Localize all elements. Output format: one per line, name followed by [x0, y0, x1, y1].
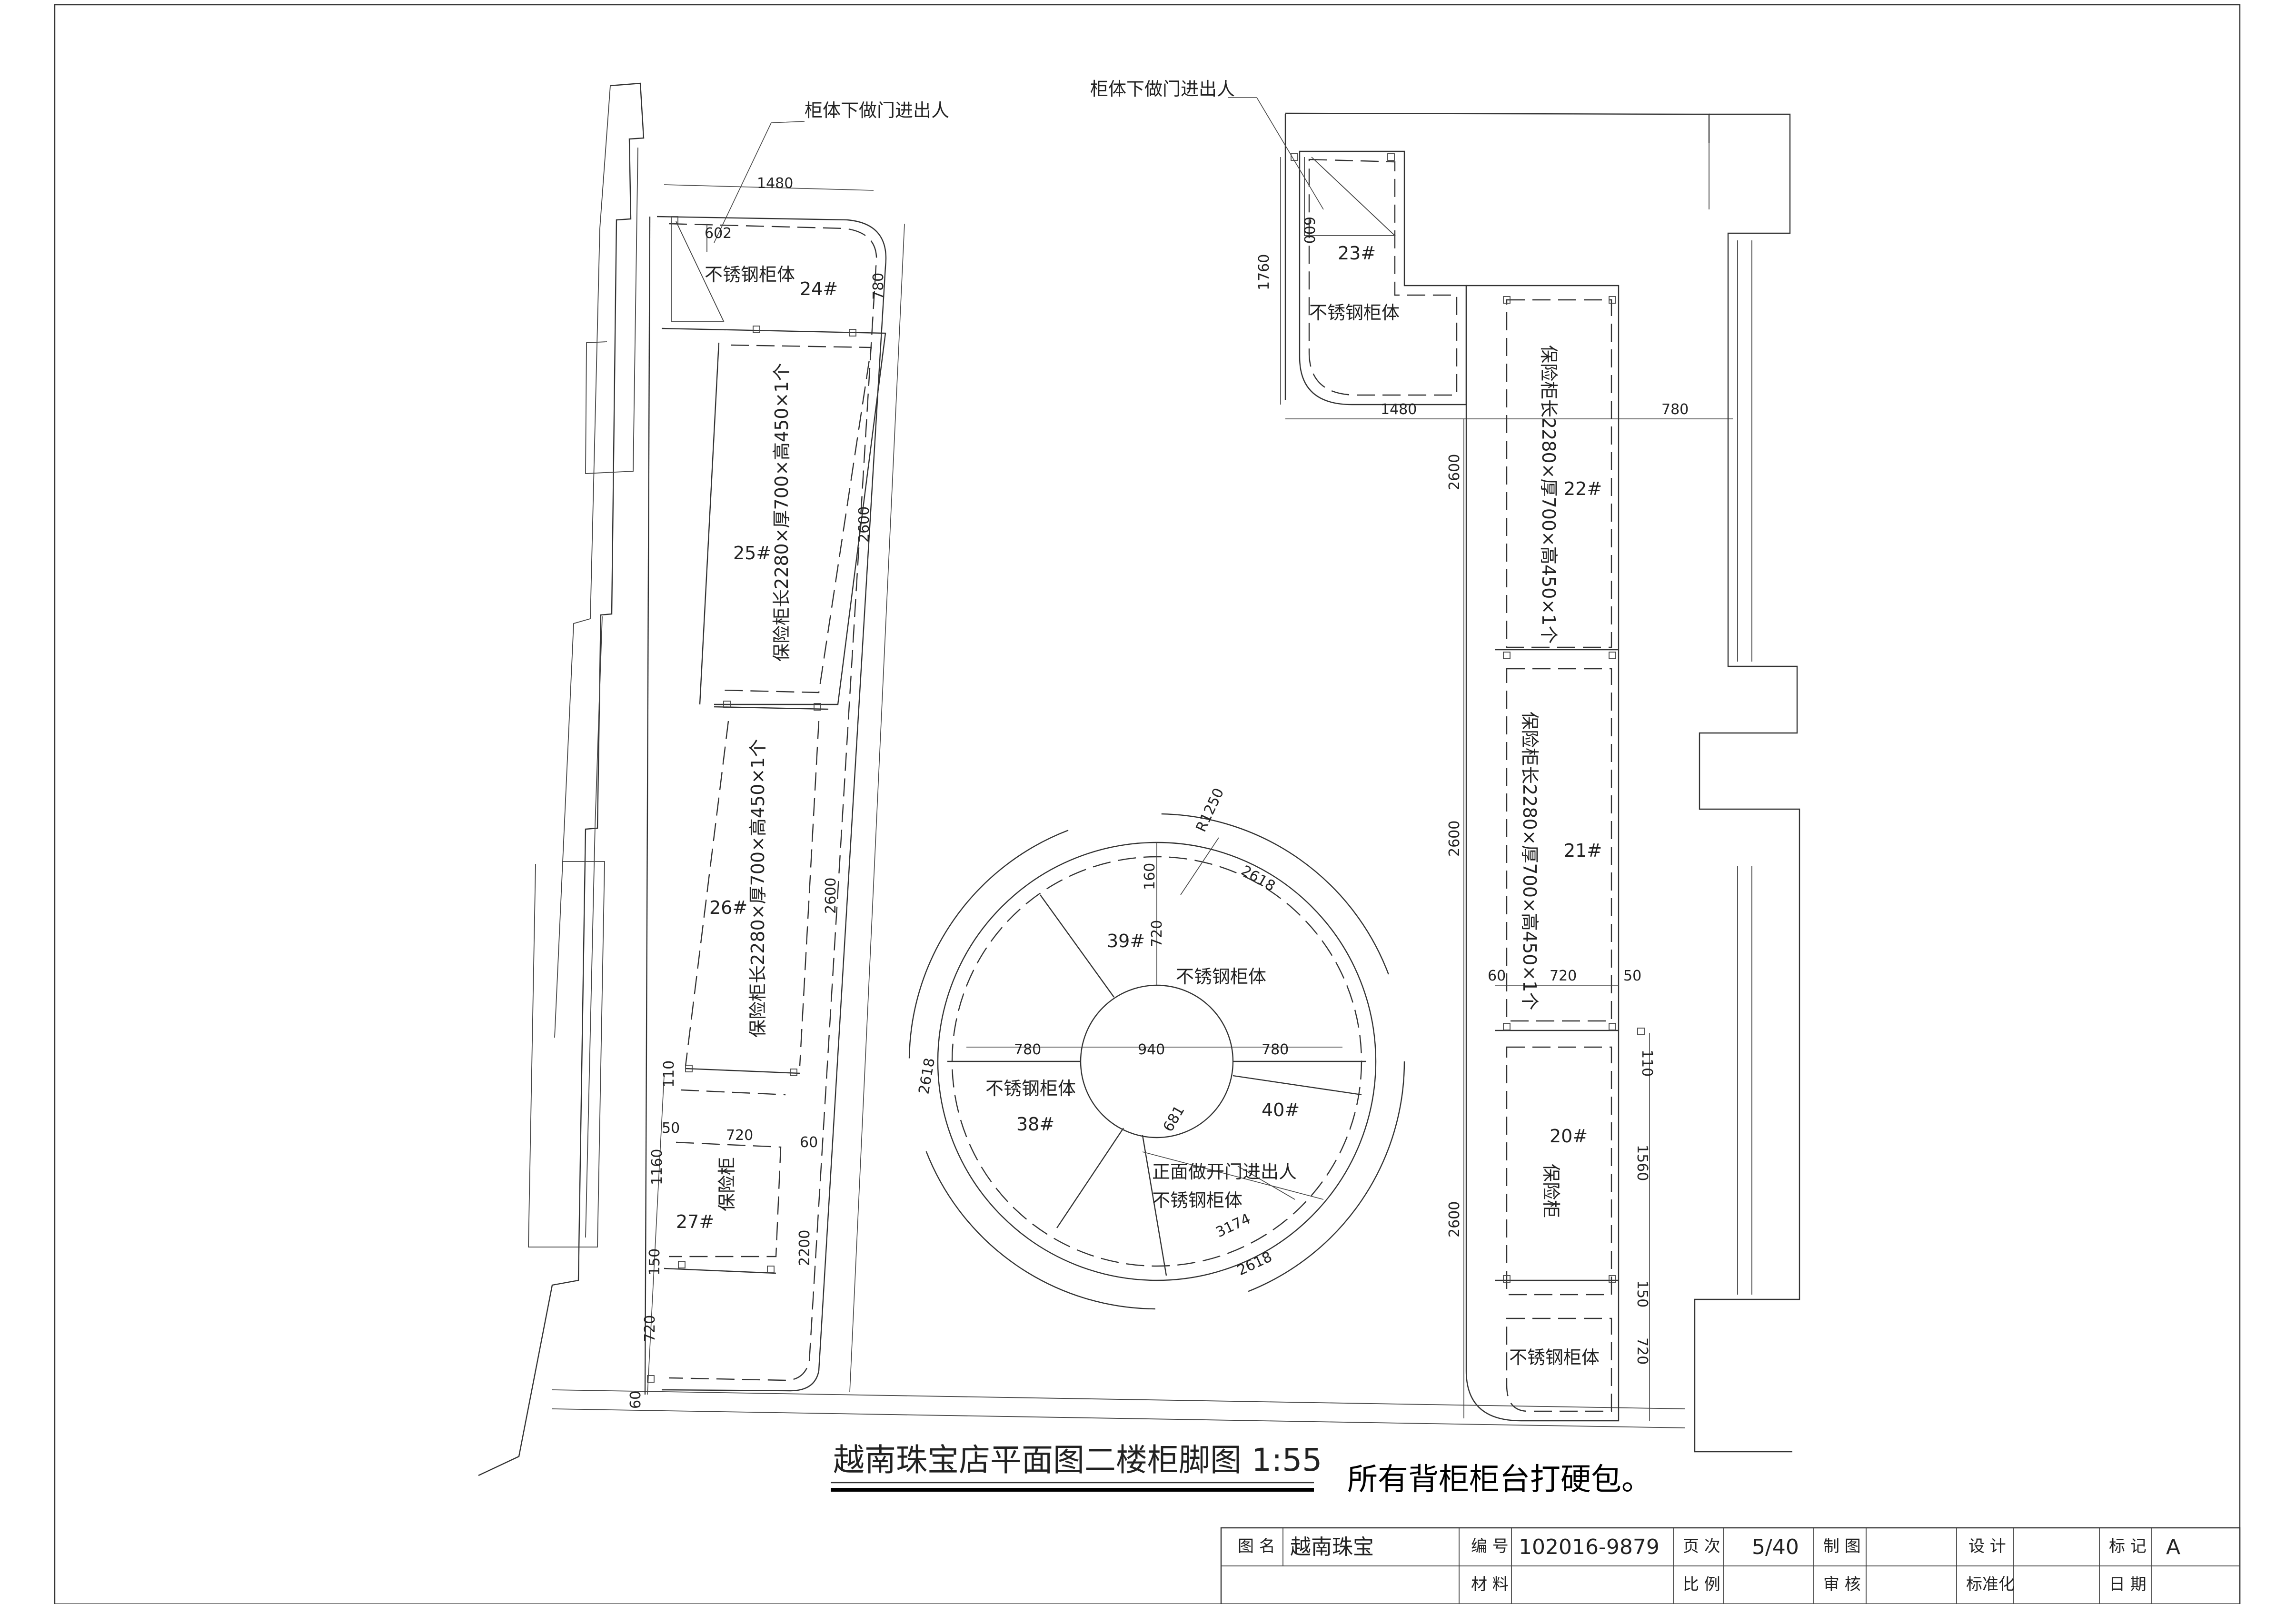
dim-60-left: 60: [800, 1134, 818, 1151]
label-steel-bottom-right: 不锈钢柜体: [1509, 1347, 1600, 1368]
dim-3174: 3174: [1213, 1210, 1253, 1241]
tb-review-label: 审 核: [1823, 1575, 1861, 1594]
drawing-frame: [54, 4, 2241, 1604]
label-steel-39: 不锈钢柜体: [1176, 966, 1266, 987]
tb-number-label: 编 号: [1471, 1537, 1509, 1556]
dim-2600-right-top: 2600: [1446, 454, 1463, 490]
title-block: [1220, 1527, 2241, 1604]
dim-2600-right-mid: 2600: [1446, 821, 1463, 857]
dim-r1250: R1250: [1193, 785, 1228, 834]
dim-2200: 2200: [796, 1230, 813, 1266]
cabinet-20: 20#: [1550, 1126, 1588, 1147]
dim-720-right: 720: [1550, 968, 1577, 984]
tb-page-label: 页 次: [1683, 1537, 1720, 1556]
tb-draw-label: 制 图: [1823, 1537, 1861, 1556]
dim-110-left: 110: [661, 1060, 677, 1088]
label-steel-38: 不锈钢柜体: [985, 1078, 1076, 1099]
dim-780-left: 780: [870, 273, 887, 300]
dim-2618-bottom: 2618: [1235, 1248, 1275, 1279]
dim-2618-left: 2618: [915, 1057, 938, 1095]
note-front-door: 正面做开门进出人: [1152, 1161, 1297, 1182]
label-safe-spec-25: 保险柜长2280×厚700×高450×1个: [771, 363, 792, 662]
dim-681: 681: [1160, 1103, 1188, 1135]
cabinet-40: 40#: [1262, 1099, 1300, 1120]
dim-1760: 1760: [1256, 254, 1272, 290]
tb-number-value: 102016-9879: [1519, 1535, 1660, 1559]
dim-780-right: 780: [1661, 401, 1689, 418]
dim-60-left-bottom: 60: [627, 1391, 644, 1409]
tb-scale-label: 比 例: [1683, 1575, 1720, 1594]
dim-1480-right: 1480: [1381, 401, 1417, 418]
tb-date-label: 日 期: [2109, 1575, 2147, 1594]
dim-780-island-right: 780: [1262, 1041, 1289, 1058]
label-steel-23: 不锈钢柜体: [1309, 302, 1400, 323]
right-wall: [1284, 113, 1800, 1453]
dim-720-island: 720: [1149, 920, 1165, 947]
tb-name-value: 越南珠宝: [1290, 1535, 1374, 1559]
cabinet-39: 39#: [1107, 931, 1145, 951]
dim-60-right: 60: [1488, 968, 1506, 984]
dim-160: 160: [1142, 863, 1158, 890]
tb-page-value: 5/40: [1752, 1535, 1799, 1559]
dim-1480-left: 1480: [757, 175, 793, 192]
left-cabinet-run: [644, 184, 905, 1395]
cabinet-24: 24#: [800, 278, 838, 299]
tb-standard-label: 标准化: [1966, 1575, 2015, 1594]
dim-720-left: 720: [726, 1127, 753, 1144]
dim-2600-right-bottom: 2600: [1446, 1201, 1463, 1238]
dim-600: 600: [1301, 217, 1317, 244]
cabinet-21: 21#: [1564, 840, 1602, 861]
dim-2600-left-top: 2600: [856, 506, 873, 543]
tb-mark-label: 标 记: [2109, 1537, 2147, 1556]
cabinet-22: 22#: [1564, 478, 1602, 499]
drawing-note: 所有背柜柜台打硬包。: [1347, 1462, 1652, 1497]
dim-602: 602: [705, 225, 732, 242]
tb-design-label: 设 计: [1968, 1537, 2006, 1556]
cabinet-38: 38#: [1016, 1114, 1054, 1135]
dim-150-right: 150: [1634, 1280, 1650, 1307]
cabinet-27: 27#: [676, 1211, 714, 1232]
label-safe-spec-21: 保险柜长2280×厚700×高450×1个: [1519, 712, 1540, 1010]
drawing-title: 越南珠宝店平面图二楼柜脚图 1:55: [833, 1442, 1322, 1478]
label-steel-island-bottom: 不锈钢柜体: [1152, 1190, 1242, 1211]
dim-780-island-left: 780: [1014, 1041, 1041, 1058]
dim-1160: 1160: [649, 1149, 666, 1185]
dim-110-right: 110: [1639, 1050, 1655, 1077]
dim-50-right: 50: [1623, 968, 1641, 984]
leader-lines: [714, 97, 1324, 1200]
label-safe-20: 保险柜: [1541, 1164, 1561, 1218]
tb-name-label: 图 名: [1238, 1537, 1275, 1556]
dim-150-left: 150: [646, 1248, 663, 1276]
cabinet-23: 23#: [1338, 243, 1376, 264]
label-safe-27: 保险柜: [716, 1157, 737, 1211]
dim-1560: 1560: [1634, 1145, 1650, 1181]
dim-720-right-bottom: 720: [1634, 1337, 1650, 1365]
right-cabinet-column: [1463, 285, 1650, 1422]
cabinet-26: 26#: [709, 897, 747, 918]
label-safe-spec-22: 保险柜长2280×厚700×高450×1个: [1538, 345, 1559, 644]
label-safe-spec-26: 保险柜长2280×厚700×高450×1个: [747, 739, 768, 1038]
round-island: [908, 813, 1405, 1310]
cabinet-25: 25#: [733, 543, 771, 564]
label-steel-24: 不锈钢柜体: [705, 264, 795, 285]
note-door-under-left: 柜体下做门进出人: [805, 100, 949, 121]
dim-940: 940: [1138, 1041, 1165, 1058]
tb-mark-value: A: [2166, 1535, 2180, 1559]
dim-50-left: 50: [662, 1120, 680, 1137]
note-door-under-right: 柜体下做门进出人: [1090, 79, 1235, 99]
dim-720-left-bottom: 720: [642, 1315, 658, 1342]
tb-material-label: 材 料: [1471, 1575, 1509, 1594]
dim-2600-left-mid: 2600: [823, 878, 839, 914]
left-wall: [478, 82, 1686, 1476]
